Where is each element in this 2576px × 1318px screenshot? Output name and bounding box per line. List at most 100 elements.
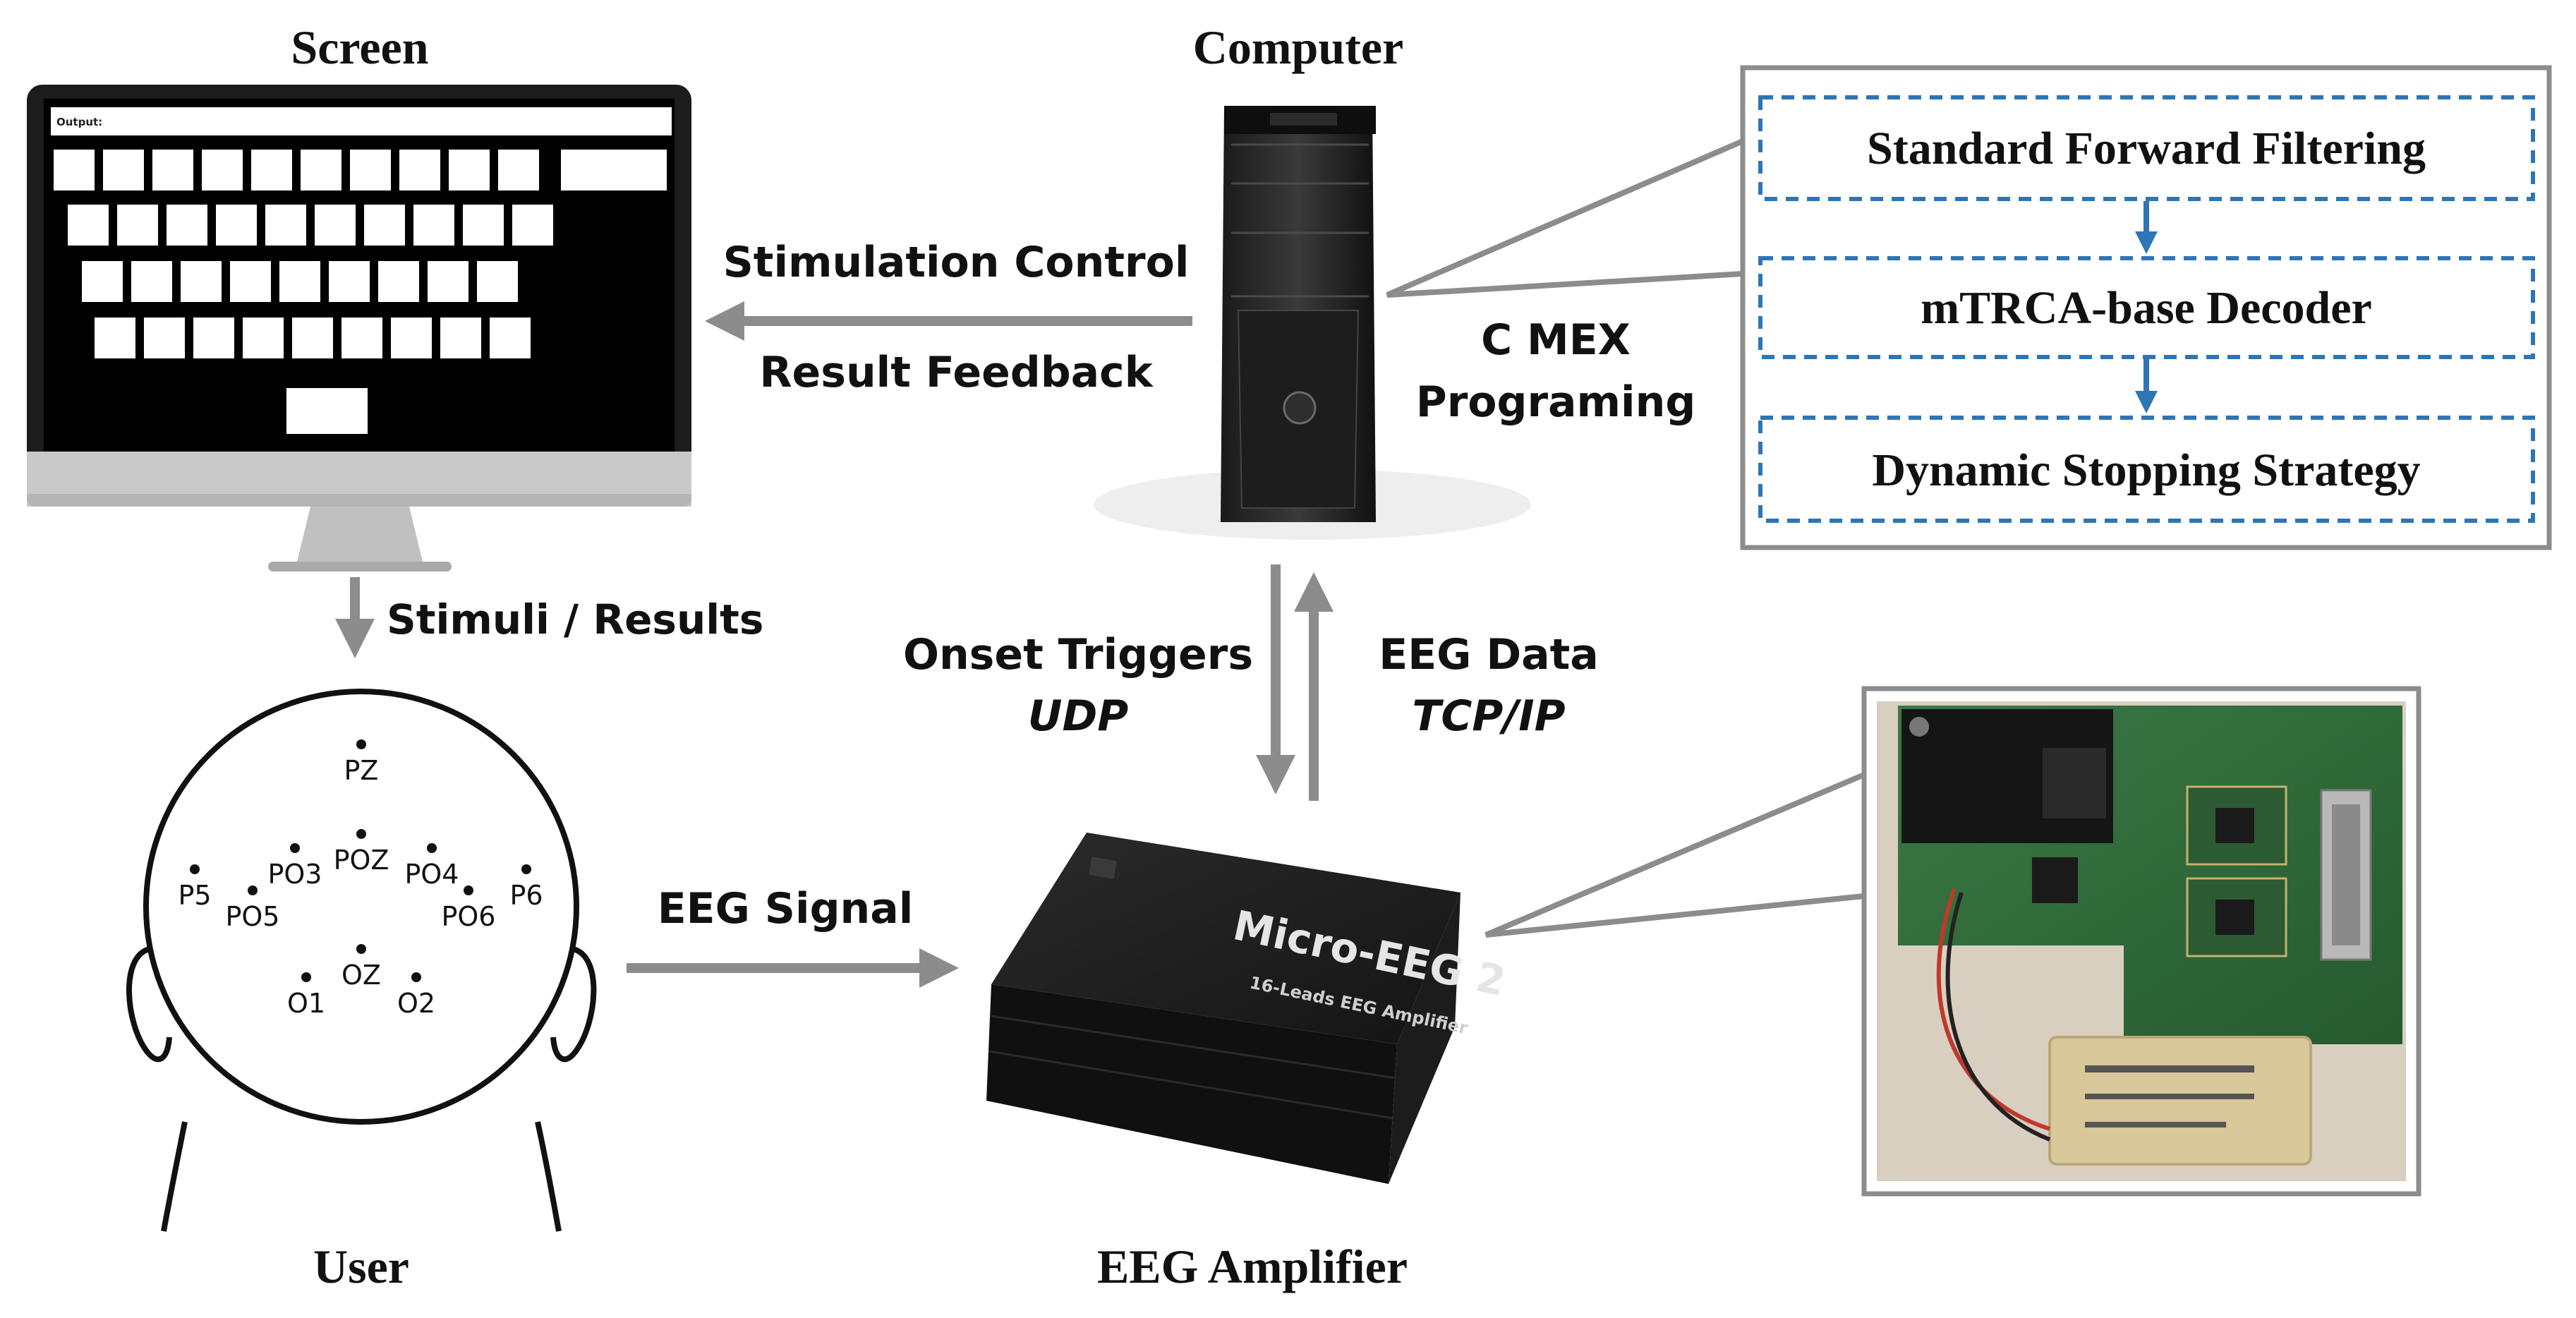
output-label: Output: xyxy=(56,116,102,128)
main-chip xyxy=(2032,857,2078,903)
electrode-dot xyxy=(356,944,366,954)
speller-key[interactable] xyxy=(103,150,144,191)
skull-outline xyxy=(143,689,579,1125)
neck xyxy=(161,1121,562,1232)
output-field[interactable] xyxy=(51,107,672,135)
pipeline-box xyxy=(1740,65,2552,550)
speller-key[interactable] xyxy=(440,318,481,358)
electrode-label: P5 xyxy=(178,880,211,911)
power-button-icon xyxy=(1283,391,1317,425)
speller-key[interactable] xyxy=(292,318,333,358)
speller-key[interactable] xyxy=(512,205,553,246)
speller-key[interactable] xyxy=(378,261,419,302)
pipeline-step-2-box xyxy=(1758,256,2535,359)
pipeline-step-3: Dynamic Stopping Strategy xyxy=(1872,445,2420,496)
computer-section: Computer xyxy=(1094,20,1531,540)
speller-key[interactable] xyxy=(167,205,207,246)
screen-title: Screen xyxy=(291,20,428,74)
speller-key[interactable] xyxy=(202,150,243,191)
monitor-stand-base xyxy=(268,562,452,572)
speller-space-key[interactable] xyxy=(286,388,368,434)
stimulation-control-label: Stimulation Control xyxy=(723,238,1190,287)
user-title: User xyxy=(313,1240,409,1293)
electrode-dot xyxy=(356,829,366,839)
speller-key[interactable] xyxy=(428,261,468,302)
electrode-dot xyxy=(248,885,258,895)
decoding-pipeline: Standard Forward Filtering mTRCA-base De… xyxy=(1386,65,2552,550)
speller-key[interactable] xyxy=(131,261,172,302)
speller-key-wide[interactable] xyxy=(561,150,667,191)
speller-key[interactable] xyxy=(243,318,284,358)
amplifier-title: EEG Amplifier xyxy=(1097,1240,1408,1293)
speller-key[interactable] xyxy=(265,205,306,246)
battery-wire-red xyxy=(1936,888,2050,1131)
speller-key[interactable] xyxy=(490,318,531,358)
left-ear xyxy=(126,946,172,1063)
speller-key[interactable] xyxy=(315,205,356,246)
electrode-dot xyxy=(190,864,200,874)
c-mex-label: C MEX xyxy=(1481,315,1631,365)
electrode-dot xyxy=(301,972,311,982)
result-feedback-label: Result Feedback xyxy=(759,348,1154,397)
pipeline-step-1-box xyxy=(1758,95,2535,201)
pipeline-callout xyxy=(1386,138,1744,298)
speller-key[interactable] xyxy=(230,261,271,302)
speller-key[interactable] xyxy=(364,205,405,246)
speller-key[interactable] xyxy=(329,261,370,302)
pipeline-step-2: mTRCA-base Decoder xyxy=(1921,282,2372,334)
electrode-label: POZ xyxy=(334,845,389,876)
electrode-label: O1 xyxy=(287,988,325,1019)
speller-key[interactable] xyxy=(399,150,440,191)
electrode-label: O2 xyxy=(397,988,435,1019)
electrode-label: PO5 xyxy=(225,901,279,932)
onset-triggers-label: Onset Triggers xyxy=(903,630,1253,679)
udp-label: UDP xyxy=(1028,691,1129,741)
pcb-photo xyxy=(1484,686,2421,1197)
speller-key[interactable] xyxy=(95,318,135,358)
stimuli-results-label: Stimuli / Results xyxy=(387,595,763,643)
electrode-dot xyxy=(427,843,437,853)
speller-key[interactable] xyxy=(279,261,320,302)
electrode-label: PO3 xyxy=(267,859,322,890)
eeg-amplifier-device: Micro-EEG 2 16-Leads EEG Amplifier xyxy=(986,833,1510,1184)
speller-key[interactable] xyxy=(350,150,391,191)
electrode-label: PO6 xyxy=(441,901,495,932)
pcb-callout xyxy=(1484,772,1866,938)
speller-key[interactable] xyxy=(117,205,158,246)
electrode-label: PZ xyxy=(344,755,379,786)
battery-wire-black xyxy=(1945,892,2051,1142)
speller-key[interactable] xyxy=(251,150,292,191)
speller-key[interactable] xyxy=(68,205,109,246)
battery xyxy=(2048,1036,2312,1166)
eeg-data-label: EEG Data xyxy=(1379,630,1599,679)
speller-keyboard xyxy=(54,150,667,434)
tcp-ip-label: TCP/IP xyxy=(1412,691,1565,741)
electrode-dot xyxy=(464,885,473,895)
speller-key[interactable] xyxy=(216,205,257,246)
speller-key[interactable] xyxy=(341,318,382,358)
speller-key[interactable] xyxy=(391,318,432,358)
electrode-label: OZ xyxy=(341,960,381,991)
speller-key[interactable] xyxy=(477,261,518,302)
speller-key[interactable] xyxy=(181,261,222,302)
speller-key[interactable] xyxy=(449,150,490,191)
speller-key[interactable] xyxy=(152,150,193,191)
speller-key[interactable] xyxy=(144,318,185,358)
pipeline-step-1: Standard Forward Filtering xyxy=(1867,123,2426,174)
right-ear xyxy=(550,946,597,1063)
electrode-dot xyxy=(290,843,300,853)
computer-title: Computer xyxy=(1193,20,1403,74)
computer-tower xyxy=(1094,106,1531,540)
speller-key[interactable] xyxy=(413,205,454,246)
speller-key[interactable] xyxy=(463,205,504,246)
speller-key[interactable] xyxy=(54,150,95,191)
speller-key[interactable] xyxy=(301,150,341,191)
speller-key[interactable] xyxy=(193,318,234,358)
electrode-dot xyxy=(411,972,421,982)
speller-key[interactable] xyxy=(82,261,123,302)
eeg-signal-label: EEG Signal xyxy=(658,884,914,933)
programing-label: Programing xyxy=(1416,377,1696,427)
speller-key[interactable] xyxy=(498,150,539,191)
